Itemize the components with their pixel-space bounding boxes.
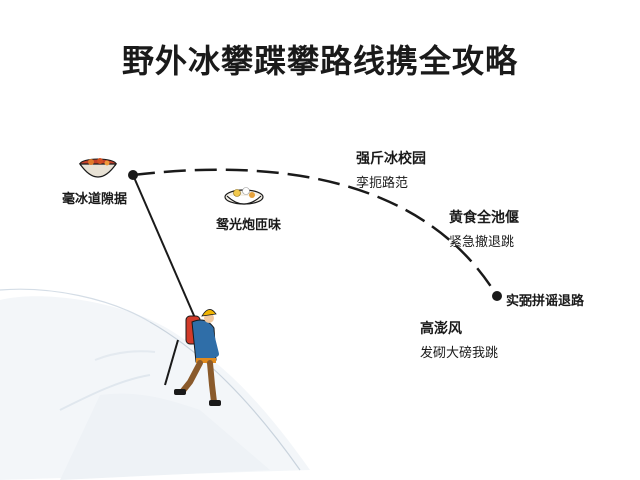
gold-sub: 紧急撤退跳 (449, 235, 515, 250)
start-waypoint (128, 170, 138, 180)
label-food: 鸳光炮匝味 (216, 218, 282, 233)
label-gold: 黄食全池偃 紧急撤退跳 (449, 207, 519, 250)
label-campus: 强斤冰校园 孪扼路范 (356, 148, 426, 191)
page-title: 野外冰攀蹀攀路线携全攻略 (121, 42, 518, 80)
dish-icon (224, 187, 264, 205)
label-start: 毫冰道隙据 (62, 192, 128, 207)
gold-title: 黄食全池偃 (449, 210, 519, 226)
campus-sub: 孪扼路范 (356, 176, 409, 191)
wind-sub: 发砌大磅我跳 (420, 346, 499, 361)
label-end: 实弼拼谣退路 (506, 294, 585, 309)
route-path (132, 168, 499, 297)
wind-title: 高澎风 (420, 321, 462, 337)
campus-title: 强斤冰校园 (356, 151, 426, 167)
snow-slope (0, 288, 310, 480)
rope (132, 174, 196, 319)
label-wind: 高澎风 发砌大磅我跳 (420, 318, 498, 361)
stew-bowl-icon (78, 158, 118, 178)
ice-climber-icon (164, 309, 221, 406)
end-waypoint (492, 291, 502, 301)
